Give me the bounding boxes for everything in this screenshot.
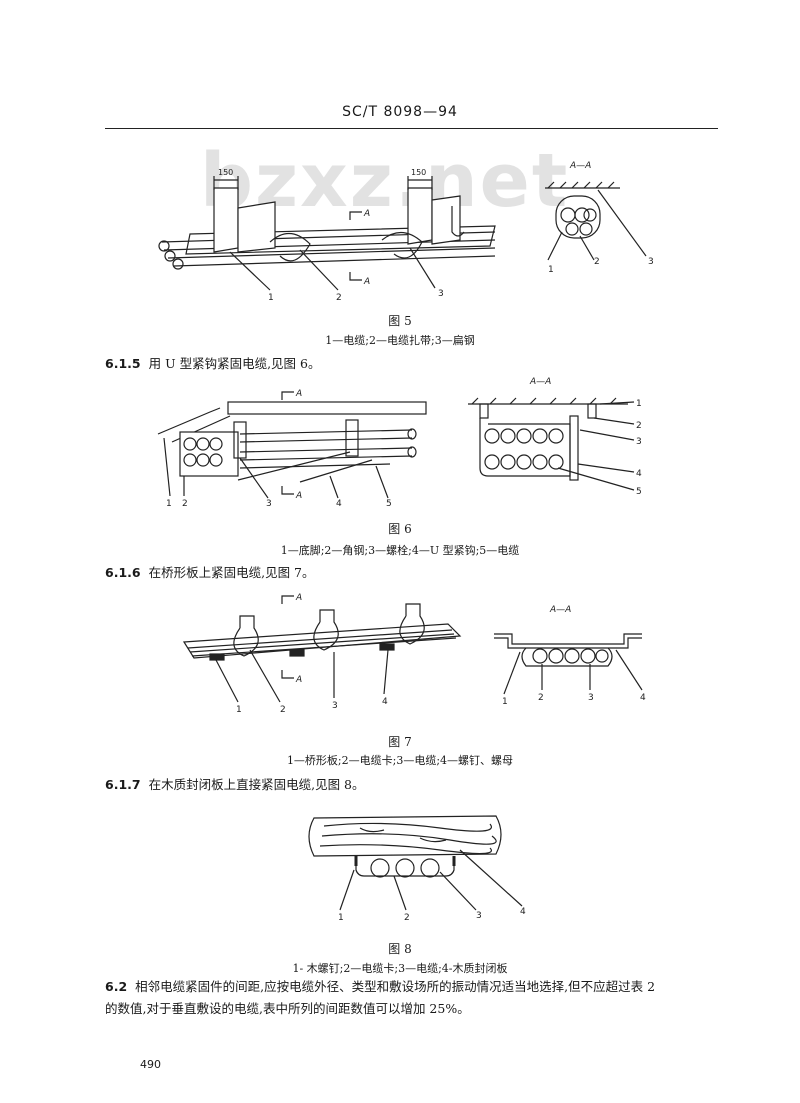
- fig5-section-mark-top: A: [363, 209, 370, 219]
- figure-7-drawing: A A 1 2 3 4 A—A 1 2 3 4: [182, 593, 646, 715]
- fig6-section-label-4: 4: [636, 469, 642, 479]
- section-text: 用 U 型紧钩紧固电缆,见图 6。: [148, 356, 321, 371]
- fig7-label-3: 3: [332, 701, 338, 711]
- fig6-section-title: A—A: [529, 377, 551, 387]
- fig6-label-4: 4: [336, 499, 342, 509]
- fig5-section-label-1: 1: [548, 265, 554, 275]
- fig6-legend: 1—底脚;2—角钢;3—螺栓;4—U 型紧钩;5—电缆: [280, 544, 520, 557]
- section-6-2-line-1: 相邻电缆紧固件的间距,应按电缆外径、类型和敷设场所的振动情况适当地选择,但不应超…: [135, 979, 656, 994]
- fig8-label-4: 4: [520, 907, 526, 917]
- fig5-title: 图 5: [388, 314, 412, 328]
- fig7-section-label-4: 4: [640, 693, 646, 703]
- fig6-label-2: 2: [182, 499, 188, 509]
- fig5-section-mark-bottom: A: [363, 277, 370, 287]
- section-6-1-7: 6.1.7 在木质封闭板上直接紧固电缆,见图 8。: [105, 774, 365, 793]
- fig6-label-3: 3: [266, 499, 272, 509]
- fig5-label-2: 2: [336, 293, 342, 303]
- fig8-label-3: 3: [476, 911, 482, 921]
- section-number: 6.1.6: [105, 565, 141, 580]
- section-6-2-line-2: 的数值,对于垂直敷设的电缆,表中所列的间距数值可以增加 25%。: [105, 1001, 470, 1016]
- fig8-title: 图 8: [388, 942, 412, 956]
- header-rule: [105, 128, 718, 129]
- fig8-legend: 1- 木螺钉;2—电缆卡;3—电缆;4-木质封闭板: [292, 962, 508, 975]
- fig7-label-4: 4: [382, 697, 388, 707]
- fig7-section-mark-top: A: [295, 593, 302, 603]
- fig8-label-1: 1: [338, 913, 344, 923]
- fig5-section-label-3: 3: [648, 257, 654, 267]
- fig6-label-5: 5: [386, 499, 392, 509]
- fig8-label-2: 2: [404, 913, 410, 923]
- figure-8-drawing: 1 2 3 4: [308, 815, 526, 923]
- section-text: 在桥形板上紧固电缆,见图 7。: [148, 565, 315, 580]
- fig7-legend: 1—桥形板;2—电缆卡;3—电缆;4—螺钉、螺母: [286, 754, 514, 767]
- figure-5-drawing: 150 150 A A 1 2 3 A—A 1 2 3: [158, 161, 654, 303]
- section-6-1-5: 6.1.5 用 U 型紧钩紧固电缆,见图 6。: [105, 353, 320, 372]
- page-number: 490: [140, 1058, 161, 1071]
- fig6-label-1: 1: [166, 499, 172, 509]
- fig6-section-label-1: 1: [636, 399, 642, 409]
- fig7-section-title: A—A: [549, 605, 571, 615]
- fig6-section-label-5: 5: [636, 487, 642, 497]
- fig7-label-2: 2: [280, 705, 286, 715]
- fig5-label-3: 3: [438, 289, 444, 299]
- fig6-title: 图 6: [388, 522, 412, 536]
- section-6-1-6: 6.1.6 在桥形板上紧固电缆,见图 7。: [105, 562, 315, 581]
- fig6-section-label-3: 3: [636, 437, 642, 447]
- fig7-section-mark-bottom: A: [295, 675, 302, 685]
- fig7-section-label-2: 2: [538, 693, 544, 703]
- fig7-section-label-3: 3: [588, 693, 594, 703]
- fig6-section-label-2: 2: [636, 421, 642, 431]
- section-number: 6.1.5: [105, 356, 141, 371]
- section-number: 6.1.7: [105, 777, 141, 792]
- fig5-section-label-2: 2: [594, 257, 600, 267]
- section-6-2: 6.2 相邻电缆紧固件的间距,应按电缆外径、类型和敷设场所的振动情况适当地选择,但…: [105, 976, 725, 1020]
- section-text: 在木质封闭板上直接紧固电缆,见图 8。: [148, 777, 365, 792]
- figure-6-drawing: A A 1 2 3 4 5 A—A 1 2 3 4 5: [157, 377, 642, 509]
- fig5-dim-1: 150: [218, 168, 233, 177]
- fig7-section-label-1: 1: [502, 697, 508, 707]
- fig5-section-title: A—A: [569, 161, 591, 171]
- fig5-dim-2: 150: [411, 168, 426, 177]
- fig7-title: 图 7: [388, 735, 412, 749]
- standard-number: SC/T 8098—94: [342, 104, 458, 120]
- fig6-section-mark-top: A: [295, 389, 302, 399]
- fig5-legend: 1—电缆;2—电缆扎带;3—扁钢: [325, 334, 475, 347]
- fig5-label-1: 1: [268, 293, 274, 303]
- fig7-label-1: 1: [236, 705, 242, 715]
- section-number: 6.2: [105, 979, 128, 994]
- fig6-section-mark-bottom: A: [295, 491, 302, 501]
